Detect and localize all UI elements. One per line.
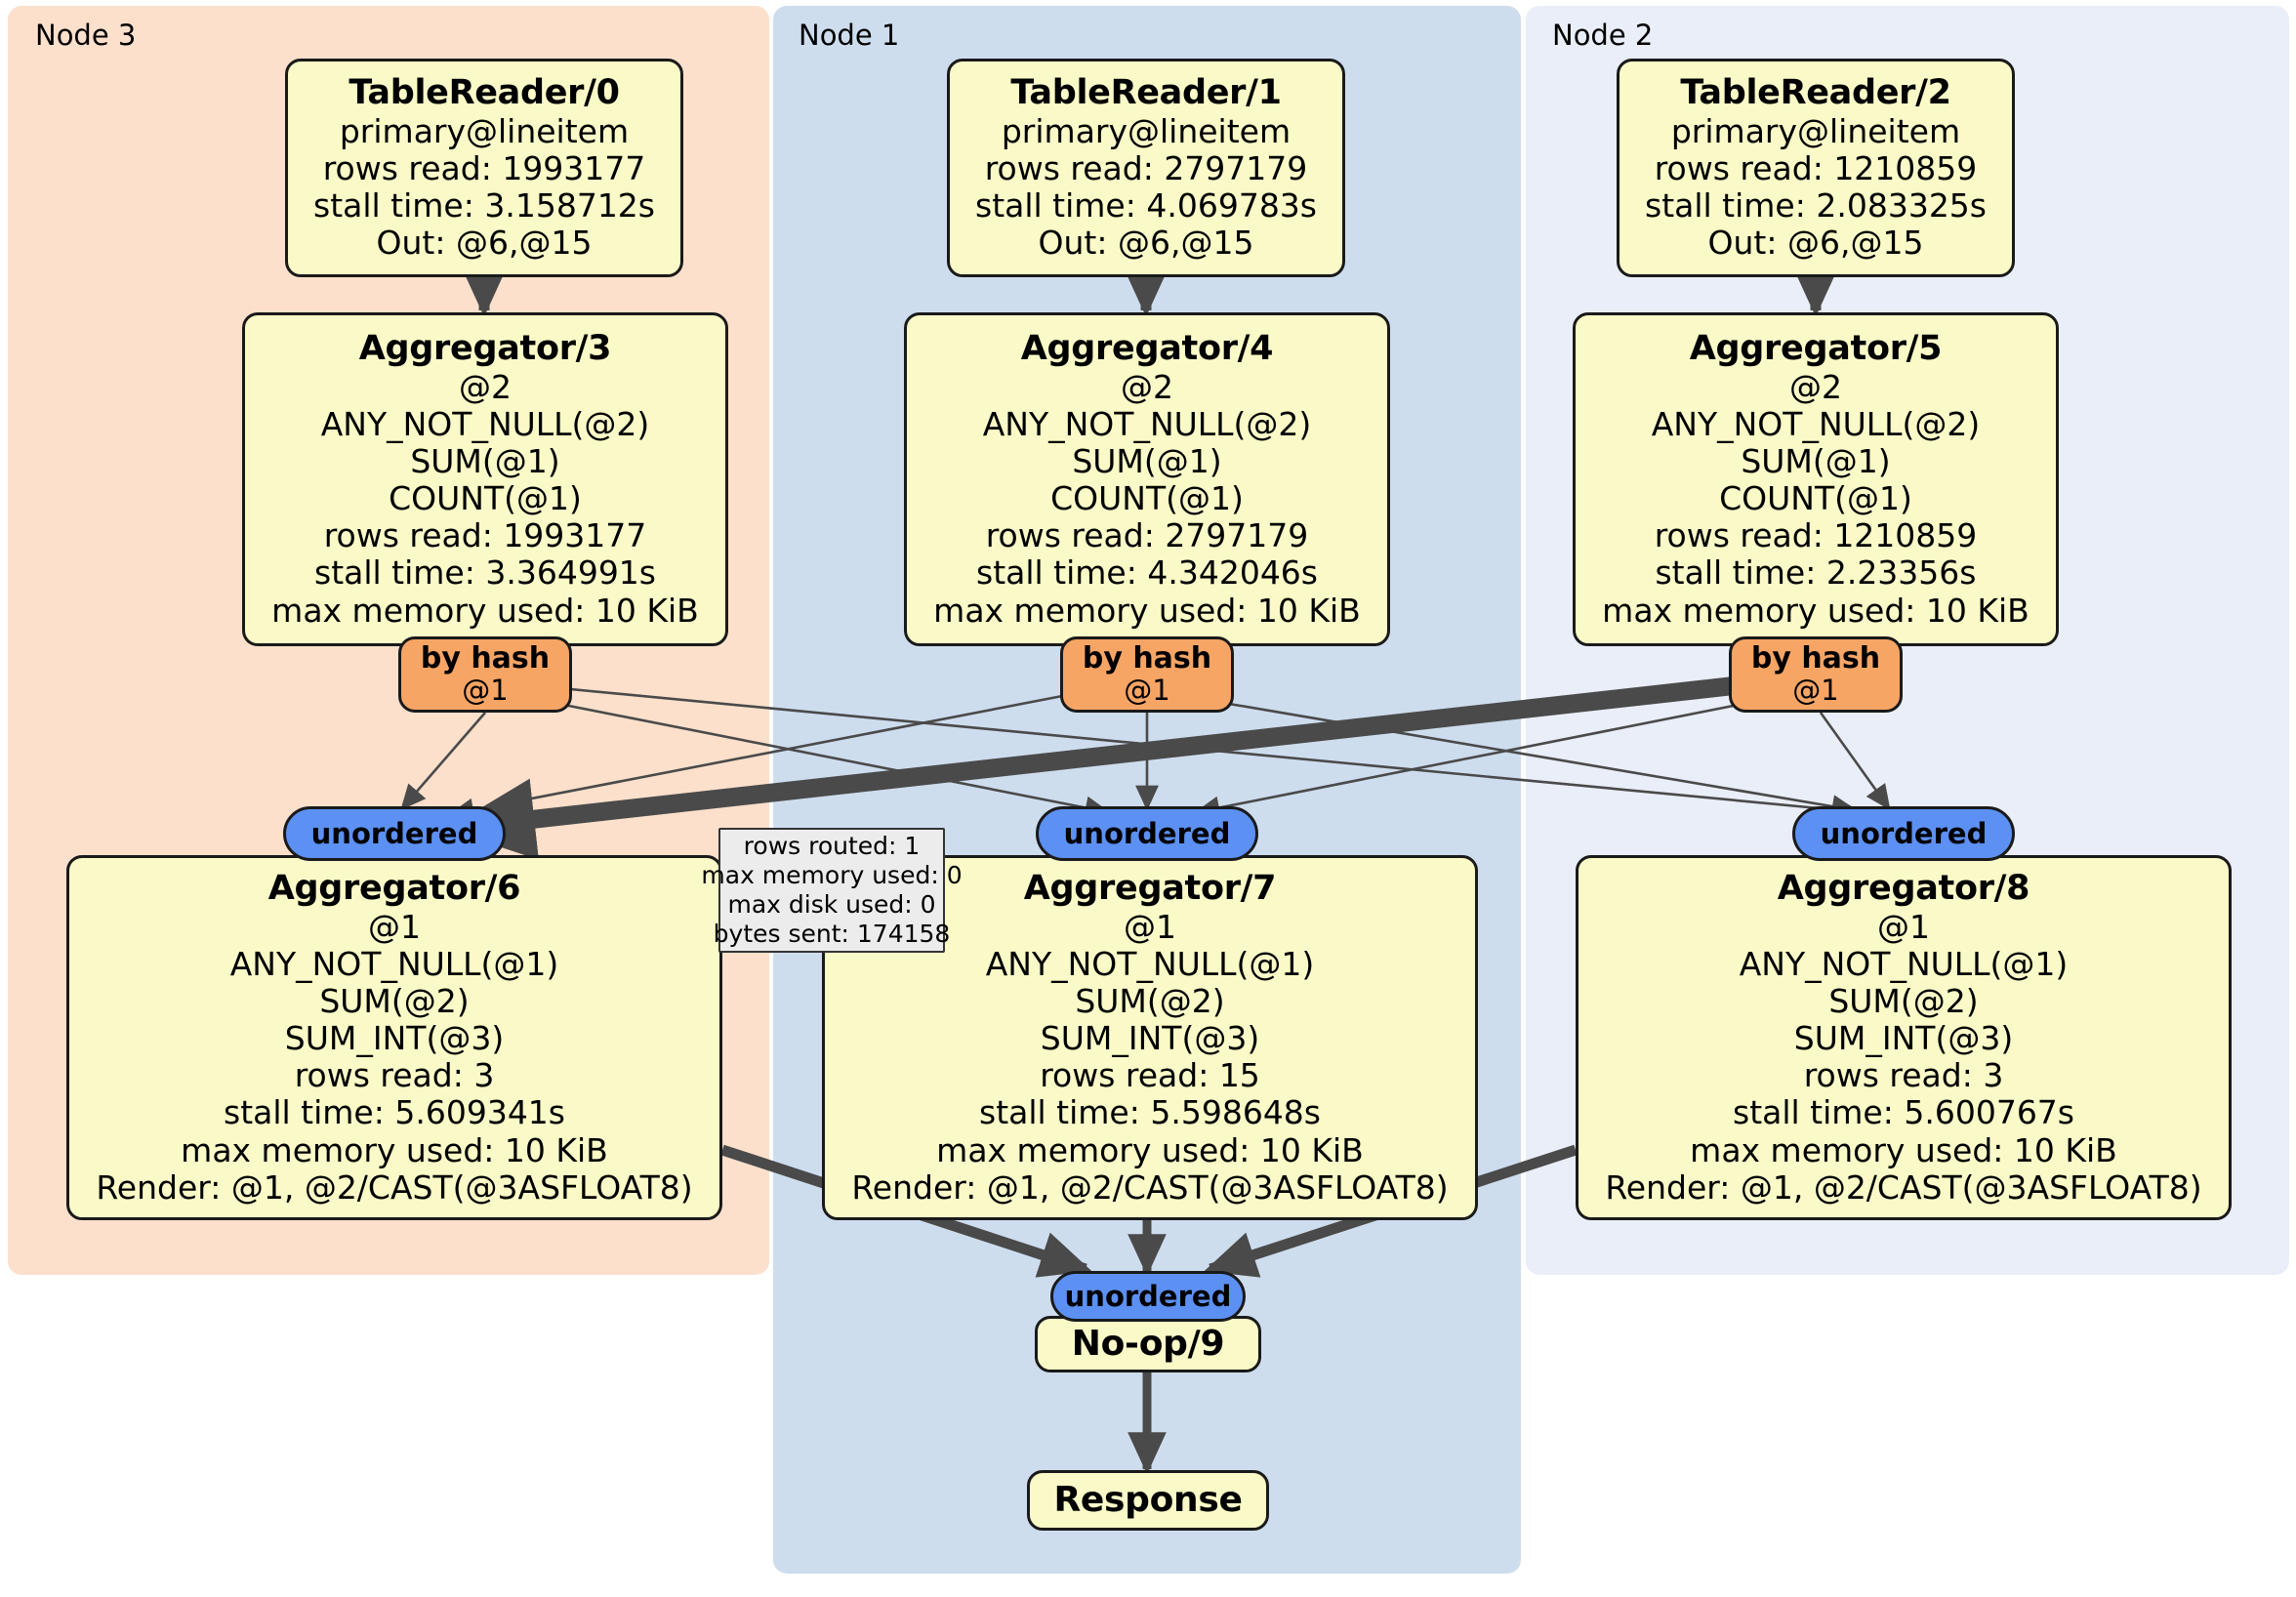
processor-detail-line: Out: @6,@15 xyxy=(1038,224,1254,263)
processor-detail-line: Render: @1, @2/CAST(@3ASFLOAT8) xyxy=(851,1167,1449,1207)
processor-aggregator-8[interactable]: Aggregator/8 @1 ANY_NOT_NULL(@1) SUM(@2)… xyxy=(1576,855,2232,1220)
router-by-hash-aggregator-4[interactable]: by hash @1 xyxy=(1060,636,1234,713)
edge-stats-tooltip: rows routed: 1 max memory used: 0 max di… xyxy=(701,828,963,953)
processor-detail-line: max memory used: 10 KiB xyxy=(271,591,699,630)
processor-detail-line: rows read: 2797179 xyxy=(984,149,1308,188)
processor-detail-line: rows read: 1210859 xyxy=(1654,516,1978,555)
processor-tablereader-1[interactable]: TableReader/1 primary@lineitem rows read… xyxy=(947,59,1345,277)
processor-detail-line: Out: @6,@15 xyxy=(1707,224,1924,263)
processor-detail-line: SUM(@1) xyxy=(1072,442,1222,481)
synchronizer-unordered-aggregator-7[interactable]: unordered xyxy=(1036,806,1258,861)
processor-detail-line: SUM(@1) xyxy=(410,442,560,481)
router-by-hash-aggregator-5[interactable]: by hash @1 xyxy=(1729,636,1903,713)
processor-detail-line: SUM_INT(@3) xyxy=(1040,1019,1260,1058)
stat-line: max disk used: 0 xyxy=(727,890,936,919)
processor-title: Aggregator/3 xyxy=(358,329,612,369)
cluster-label-node-3: Node 3 xyxy=(35,19,137,52)
processor-aggregator-3[interactable]: Aggregator/3 @2 ANY_NOT_NULL(@2) SUM(@1)… xyxy=(242,312,728,646)
processor-detail-line: ANY_NOT_NULL(@1) xyxy=(1739,944,2069,983)
processor-detail-line: SUM_INT(@3) xyxy=(1793,1019,2014,1058)
processor-detail-line: stall time: 5.609341s xyxy=(224,1093,565,1132)
processor-detail-line: max memory used: 10 KiB xyxy=(181,1130,608,1169)
synchronizer-unordered-aggregator-8[interactable]: unordered xyxy=(1792,806,2015,861)
processor-detail-line: ANY_NOT_NULL(@2) xyxy=(982,405,1312,444)
processor-detail-line: max memory used: 10 KiB xyxy=(1690,1130,2117,1169)
processor-detail-line: stall time: 3.158712s xyxy=(313,186,655,225)
processor-title: TableReader/0 xyxy=(348,73,620,113)
processor-title: Response xyxy=(1053,1480,1243,1521)
processor-detail-line: stall time: 3.364991s xyxy=(314,553,656,593)
processor-detail-line: rows read: 3 xyxy=(294,1056,495,1095)
synchronizer-unordered-aggregator-6[interactable]: unordered xyxy=(283,806,506,861)
processor-title: TableReader/1 xyxy=(1010,73,1282,113)
processor-detail-line: @1 xyxy=(368,907,421,946)
processor-noop-9[interactable]: No-op/9 xyxy=(1035,1316,1261,1372)
processor-tablereader-0[interactable]: TableReader/0 primary@lineitem rows read… xyxy=(285,59,683,277)
processor-title: Aggregator/6 xyxy=(267,869,521,909)
processor-detail-line: Out: @6,@15 xyxy=(376,224,593,263)
processor-detail-line: stall time: 5.598648s xyxy=(979,1093,1321,1132)
processor-detail-line: COUNT(@1) xyxy=(389,479,582,518)
router-title: by hash xyxy=(420,641,551,676)
processor-detail-line: primary@lineitem xyxy=(339,112,630,151)
processor-detail-line: rows read: 1993177 xyxy=(323,516,647,555)
processor-detail-line: rows read: 3 xyxy=(1803,1056,2004,1095)
processor-aggregator-6[interactable]: Aggregator/6 @1 ANY_NOT_NULL(@1) SUM(@2)… xyxy=(66,855,722,1220)
processor-detail-line: COUNT(@1) xyxy=(1719,479,1912,518)
stat-line: rows routed: 1 xyxy=(743,831,921,860)
processor-title: TableReader/2 xyxy=(1680,73,1951,113)
processor-detail-line: SUM(@2) xyxy=(319,982,470,1021)
processor-detail-line: @2 xyxy=(1789,367,1842,406)
processor-detail-line: stall time: 4.342046s xyxy=(976,553,1318,593)
processor-detail-line: SUM_INT(@3) xyxy=(284,1019,505,1058)
processor-detail-line: stall time: 2.083325s xyxy=(1645,186,1987,225)
synchronizer-unordered-noop-9[interactable]: unordered xyxy=(1050,1271,1246,1322)
router-title: by hash xyxy=(1750,641,1881,676)
processor-title: Aggregator/4 xyxy=(1020,329,1274,369)
stat-line: bytes sent: 174158 xyxy=(713,920,951,949)
router-title: by hash xyxy=(1082,641,1212,676)
processor-detail-line: SUM(@2) xyxy=(1075,982,1225,1021)
processor-detail-line: SUM(@2) xyxy=(1828,982,1979,1021)
processor-detail-line: primary@lineitem xyxy=(1001,112,1292,151)
processor-detail-line: rows read: 1210859 xyxy=(1654,149,1978,188)
router-by-hash-aggregator-3[interactable]: by hash @1 xyxy=(398,636,572,713)
processor-title: Aggregator/7 xyxy=(1023,869,1277,909)
processor-detail-line: stall time: 4.069783s xyxy=(975,186,1317,225)
processor-detail-line: ANY_NOT_NULL(@1) xyxy=(229,944,559,983)
processor-detail-line: rows read: 1993177 xyxy=(322,149,646,188)
processor-title: No-op/9 xyxy=(1071,1324,1225,1365)
processor-detail-line: ANY_NOT_NULL(@1) xyxy=(985,944,1315,983)
processor-detail-line: @2 xyxy=(1121,367,1173,406)
processor-detail-line: Render: @1, @2/CAST(@3ASFLOAT8) xyxy=(1605,1167,2202,1207)
processor-detail-line: @2 xyxy=(459,367,512,406)
processor-title: Aggregator/5 xyxy=(1689,329,1943,369)
router-column: @1 xyxy=(1792,673,1839,707)
processor-detail-line: stall time: 5.600767s xyxy=(1733,1093,2074,1132)
processor-detail-line: rows read: 15 xyxy=(1040,1056,1260,1095)
cluster-label-node-1: Node 1 xyxy=(799,19,900,52)
router-column: @1 xyxy=(462,673,509,707)
processor-response[interactable]: Response xyxy=(1027,1470,1269,1531)
processor-aggregator-4[interactable]: Aggregator/4 @2 ANY_NOT_NULL(@2) SUM(@1)… xyxy=(904,312,1390,646)
processor-tablereader-2[interactable]: TableReader/2 primary@lineitem rows read… xyxy=(1617,59,2015,277)
processor-detail-line: ANY_NOT_NULL(@2) xyxy=(1651,405,1981,444)
processor-detail-line: @1 xyxy=(1124,907,1176,946)
processor-aggregator-5[interactable]: Aggregator/5 @2 ANY_NOT_NULL(@2) SUM(@1)… xyxy=(1573,312,2059,646)
cluster-label-node-2: Node 2 xyxy=(1552,19,1654,52)
processor-detail-line: rows read: 2797179 xyxy=(985,516,1309,555)
stat-line: max memory used: 0 xyxy=(701,860,963,889)
processor-detail-line: @1 xyxy=(1877,907,1930,946)
processor-detail-line: SUM(@1) xyxy=(1741,442,1891,481)
processor-detail-line: primary@lineitem xyxy=(1670,112,1961,151)
processor-title: Aggregator/8 xyxy=(1777,869,2030,909)
processor-detail-line: max memory used: 10 KiB xyxy=(933,591,1361,630)
processor-detail-line: max memory used: 10 KiB xyxy=(936,1130,1364,1169)
processor-detail-line: COUNT(@1) xyxy=(1050,479,1244,518)
processor-detail-line: ANY_NOT_NULL(@2) xyxy=(320,405,650,444)
processor-detail-line: max memory used: 10 KiB xyxy=(1602,591,2030,630)
processor-detail-line: Render: @1, @2/CAST(@3ASFLOAT8) xyxy=(96,1167,693,1207)
router-column: @1 xyxy=(1124,673,1170,707)
processor-detail-line: stall time: 2.23356s xyxy=(1655,553,1977,593)
